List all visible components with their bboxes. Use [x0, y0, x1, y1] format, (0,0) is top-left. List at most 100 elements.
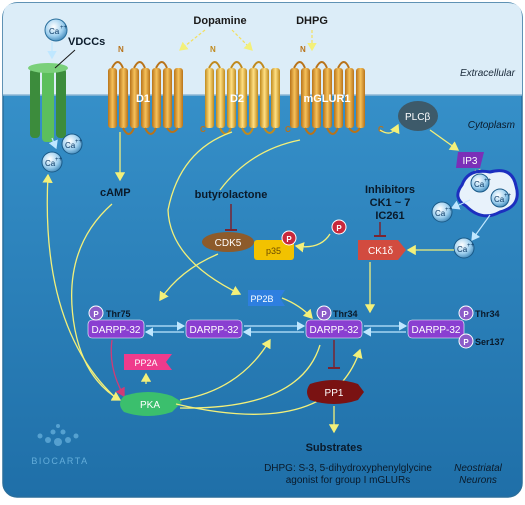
p35-label: p35 — [266, 246, 281, 256]
d2-label: D2 — [230, 93, 244, 105]
svg-text:Ca: Ca — [49, 27, 60, 36]
ca-ion-store-1: Ca ++ — [470, 173, 492, 193]
biocarta-logo-icon — [37, 424, 79, 446]
store-release-arrow-1 — [450, 199, 471, 210]
pka-label: PKA — [140, 400, 160, 411]
svg-text:Ca: Ca — [494, 195, 505, 204]
pka-kinase — [120, 392, 182, 416]
ca-ion-extracellular: Ca ++ — [44, 18, 68, 42]
svg-text:++: ++ — [60, 25, 68, 31]
svg-text:P: P — [286, 235, 292, 244]
p35-phospho-badge: P — [281, 230, 297, 246]
ca-ion-cyto-1: Ca ++ — [61, 133, 83, 155]
substrates-label: Substrates — [306, 442, 363, 454]
darpp32-unphosphorylated — [185, 319, 243, 339]
darpp32-thr75 — [87, 319, 145, 339]
d1-n-terminal: N — [118, 45, 124, 54]
darpp32-thr34-ser137 — [407, 319, 465, 339]
svg-text:++: ++ — [504, 193, 512, 199]
mglur1-c-terminal: C — [378, 125, 384, 134]
d2-receptor — [205, 61, 280, 135]
thr75-label: Thr75 — [106, 309, 131, 319]
ca-ion-released-1: Ca ++ — [431, 201, 453, 223]
d1-c-terminal: C — [200, 125, 206, 134]
mglur1-receptor — [290, 61, 365, 135]
svg-text:Ca: Ca — [65, 141, 76, 150]
ck1-delta-kinase — [358, 240, 406, 260]
store-release-arrow-2 — [471, 214, 491, 241]
darpp-thr75-inhibits-pka — [110, 339, 125, 398]
pp2b-to-darpp-arrow — [281, 297, 313, 319]
cdk5-to-darpp-thr75-arrow — [159, 253, 219, 302]
pka-to-darpp-thr34-arrow — [179, 338, 271, 401]
pka-secondary-path — [179, 344, 321, 409]
d2-c-link — [219, 139, 301, 191]
svg-text:++: ++ — [484, 178, 492, 184]
svg-text:P: P — [336, 224, 342, 233]
ca-ion-store-2: Ca ++ — [490, 188, 512, 208]
darpp32-thr75-phospho: P — [88, 305, 104, 321]
plc-beta — [398, 101, 438, 131]
mglur1-n-terminal: N — [300, 45, 306, 54]
vdcc-channel — [28, 63, 68, 142]
darpp32-thr34-label: DARPP-32 — [310, 325, 359, 336]
region-label-line1: Neostriatal — [454, 463, 503, 474]
svg-text:Ca: Ca — [45, 159, 56, 168]
svg-text:Ca: Ca — [435, 209, 446, 218]
d2-c-terminal: C — [285, 125, 291, 134]
ca-ion-released-2: Ca ++ — [453, 237, 475, 259]
svg-text:Ca: Ca — [474, 180, 485, 189]
darpp32-thr34 — [305, 319, 363, 339]
ca-out-channel-arrow — [48, 137, 58, 150]
butyrolactone-label: butyrolactone — [195, 189, 268, 201]
thr34-label-2: Thr34 — [475, 309, 500, 319]
svg-text:Ca: Ca — [457, 245, 468, 254]
ck1-label: CK1δ — [368, 246, 393, 257]
region-label-line2: Neurons — [459, 475, 497, 486]
ca-ion-cyto-2: Ca ++ — [41, 151, 63, 173]
biocarta-logo-text: BIOCARTA — [31, 456, 88, 466]
pp1-phosphatase — [307, 380, 364, 404]
camp-label: cAMP — [100, 187, 131, 199]
pp2a-label: PP2A — [134, 358, 157, 368]
inhibitors-ic261: IC261 — [375, 210, 404, 222]
pp2b-label: PP2B — [250, 294, 273, 304]
vdcc-label: VDCCs — [68, 36, 105, 48]
dopamine-label: Dopamine — [193, 15, 246, 27]
ser137-label: Ser137 — [475, 337, 505, 347]
mglur1-to-plc-arrow — [379, 123, 400, 135]
dhpg-label: DHPG — [296, 15, 328, 27]
dopamine-to-d1-arrow — [179, 29, 206, 51]
plc-label: PLCβ — [405, 112, 430, 123]
footnote-line1: DHPG: S-3, 5-dihydroxyphenylglycine — [264, 463, 432, 474]
pka-to-vdcc-arrow — [42, 173, 119, 401]
svg-text:++: ++ — [467, 243, 475, 249]
svg-text:++: ++ — [55, 157, 63, 163]
mglur1-label: mGLUR1 — [303, 93, 350, 105]
ck1-phospho-to-p35-arrow — [294, 233, 331, 253]
inhibitors-label: Inhibitors — [365, 184, 415, 196]
svg-text:P: P — [93, 310, 99, 319]
svg-text:++: ++ — [445, 207, 453, 213]
cdk5-kinase — [202, 232, 254, 252]
d1-receptor — [108, 61, 183, 135]
footnote-line2: agonist for group I mGLURs — [286, 475, 411, 486]
darpp32-thr34-ser137-label: DARPP-32 — [412, 325, 461, 336]
darpp32-thr34-phospho: P — [316, 305, 332, 321]
pp2a-phosphatase — [124, 354, 172, 370]
ip3-molecule — [456, 152, 484, 168]
cytoplasm-label: Cytoplasm — [468, 120, 515, 131]
pp2b-phosphatase — [248, 290, 285, 306]
pp1-label: PP1 — [325, 388, 344, 399]
plc-to-ip3-arrow — [429, 129, 460, 151]
d1-label: D1 — [136, 93, 150, 105]
inhibitors-ck1-range: CK1 ~ 7 — [370, 197, 411, 209]
svg-text:P: P — [463, 310, 469, 319]
d2-to-pp2b-arrow — [167, 131, 242, 296]
ip3-label: IP3 — [462, 156, 477, 167]
d2-n-terminal: N — [210, 45, 216, 54]
camp-to-pka-arrow — [70, 203, 122, 401]
darpp32-thr75-label: DARPP-32 — [92, 325, 141, 336]
svg-text:P: P — [463, 338, 469, 347]
